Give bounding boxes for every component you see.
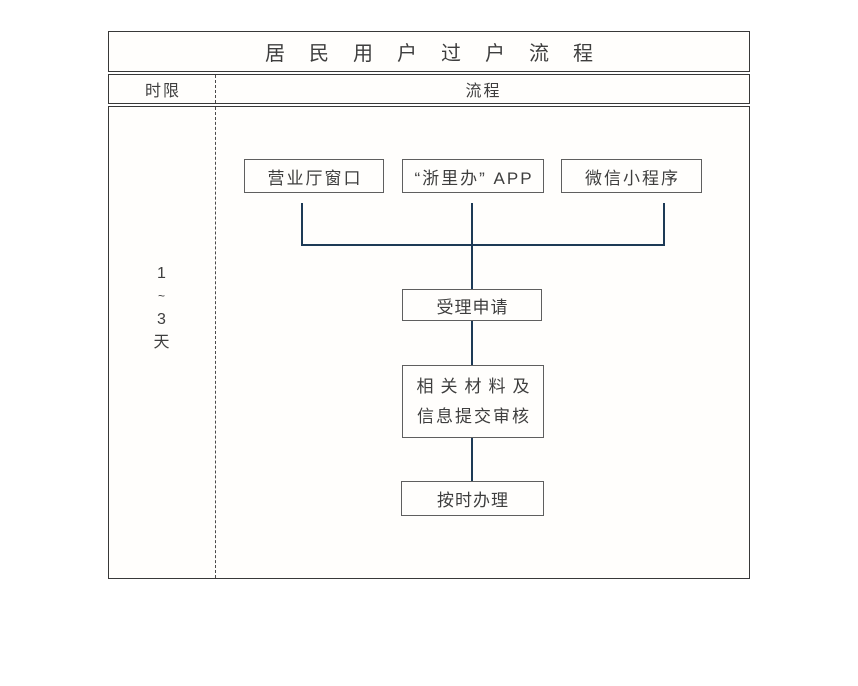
time-limit-unit: 天 [153, 334, 171, 351]
source-node-zheliban-app: “浙里办” APP [402, 159, 544, 193]
flow-header: 流程 [465, 83, 502, 100]
time-limit-max: 3 [157, 311, 167, 328]
step-node-handle-on-time-label: 按时办理 [437, 491, 509, 510]
connector-center-stub [471, 203, 473, 289]
time-limit-value: 1 ~ 3 天 [109, 262, 215, 354]
connector-merge-line [301, 244, 665, 246]
connector-right-stub [663, 203, 665, 244]
flow-canvas: 营业厅窗口 “浙里办” APP 微信小程序 受理申请 [216, 107, 749, 578]
source-node-wechat-miniprogram-label: 微信小程序 [585, 168, 680, 188]
page-title: 居民用户过户流程 [265, 43, 617, 65]
step-node-material-review: 相关材料及 信息提交审核 [402, 365, 544, 438]
source-node-wechat-miniprogram: 微信小程序 [561, 159, 702, 193]
flow-header-cell: 流程 [216, 75, 749, 103]
time-limit-min: 1 [157, 265, 167, 282]
time-limit-header: 时限 [144, 83, 181, 100]
connector-left-stub [301, 203, 303, 244]
time-limit-cell: 1 ~ 3 天 [109, 107, 216, 578]
title-row: 居民用户过户流程 [108, 31, 750, 72]
source-node-zheliban-app-label: “浙里办” APP [414, 168, 534, 188]
tilde-separator: ~ [157, 289, 166, 303]
source-node-service-hall: 营业厅窗口 [244, 159, 384, 193]
header-row: 时限 流程 [108, 74, 750, 104]
step-node-material-review-line1: 相关材料及 [416, 376, 537, 396]
step-node-material-review-line2: 信息提交审核 [417, 406, 531, 426]
time-limit-header-cell: 时限 [109, 75, 216, 103]
source-node-service-hall-label: 营业厅窗口 [267, 168, 363, 188]
connector-material-to-final [471, 438, 473, 481]
connector-accept-to-material [471, 321, 473, 365]
step-node-handle-on-time: 按时办理 [401, 481, 544, 516]
step-node-accept-application: 受理申请 [402, 289, 542, 321]
body-row: 1 ~ 3 天 营业厅窗口 “浙里办” APP 微信小程序 [108, 106, 750, 579]
process-table: 居民用户过户流程 时限 流程 1 ~ 3 天 营业厅 [108, 31, 750, 579]
step-node-accept-application-label: 受理申请 [436, 297, 509, 317]
